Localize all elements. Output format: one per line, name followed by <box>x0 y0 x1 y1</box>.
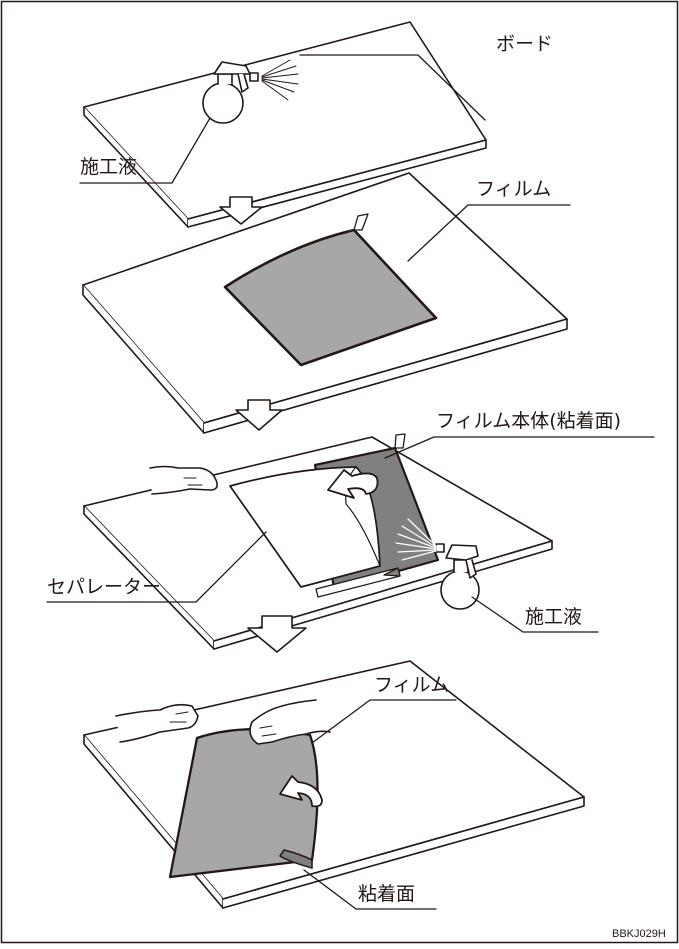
leader-board <box>299 54 486 121</box>
label-separator: セパレーター <box>47 576 162 598</box>
step-arrow-1 <box>219 196 263 225</box>
leader-solution-mid <box>471 596 599 633</box>
label-solution-top: 施工液 <box>80 156 138 178</box>
label-solution-mid: 施工液 <box>525 606 583 628</box>
film-bottom <box>168 728 319 879</box>
leader-film-bottom <box>311 699 457 744</box>
step-arrow-3 <box>247 615 307 653</box>
step4-board <box>83 660 585 909</box>
leader-film-top <box>407 204 571 262</box>
leader-adhesive-side <box>303 869 437 910</box>
hand-left-bottom <box>115 703 199 743</box>
step1-board <box>83 21 487 228</box>
label-film-top: フィルム <box>476 178 552 200</box>
hand-left-mid <box>149 465 218 495</box>
label-film-bottom: フィルム <box>374 674 450 696</box>
label-film-body: フィルム本体(粘着面) <box>436 410 622 432</box>
step-arrow-2 <box>235 399 283 431</box>
spray-bottle-mid <box>395 518 480 610</box>
curved-arrow-bottom <box>279 775 323 808</box>
label-adhesive-side: 粘着面 <box>358 883 416 905</box>
film-top <box>223 213 438 367</box>
hand-right-bottom <box>249 699 331 745</box>
leader-film-body <box>384 436 655 459</box>
spray-mist-top <box>261 59 299 101</box>
spray-bottle-top <box>202 59 299 124</box>
figure-code: BBKJ029H <box>612 928 666 940</box>
leader-solution-top <box>79 117 211 184</box>
label-board: ボード <box>496 33 554 55</box>
spray-mist-mid <box>395 518 437 561</box>
leader-separator <box>46 531 267 603</box>
curved-arrow-mid <box>327 469 379 499</box>
